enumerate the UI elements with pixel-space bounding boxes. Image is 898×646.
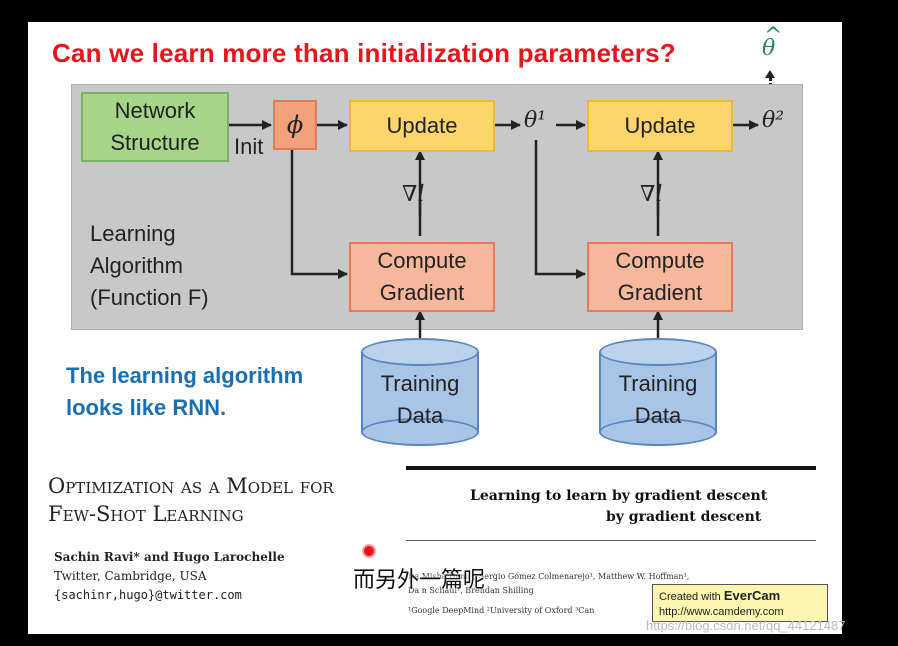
- network-structure-line2: Structure: [110, 130, 200, 155]
- paper1-authors-block: Sachin Ravi* and Hugo Larochelle Twitter…: [54, 548, 285, 605]
- update-box-2: Update: [587, 100, 733, 152]
- training-data-line1: Training: [380, 371, 460, 396]
- paper1-affiliation: Twitter, Cambridge, USA: [54, 569, 207, 583]
- learning-algorithm-line2: Algorithm: [90, 253, 183, 278]
- network-structure-line1: Network: [114, 98, 196, 123]
- paper2-authors-block: Da Misha Denil¹, Sergio Gómez Colmenarej…: [408, 570, 689, 618]
- paper2-title-line2: by gradient descent: [606, 509, 762, 525]
- paper1-title-line1: Optimization as a Model for: [48, 474, 334, 498]
- paper1-authors: Sachin Ravi* and Hugo Larochelle: [54, 550, 285, 564]
- paper2-top-rule: [406, 466, 816, 470]
- compute-gradient-line2: Gradient: [379, 280, 465, 305]
- network-structure-box: Network Structure: [81, 92, 229, 162]
- paper1-title: Optimization as a Model for Few-Shot Lea…: [48, 472, 334, 528]
- evercam-url: http://www.camdemy.com: [659, 606, 784, 618]
- diagram-arrows: [225, 120, 759, 352]
- evercam-prefix: Created with: [659, 591, 724, 603]
- compute-gradient-line1: Compute: [615, 248, 705, 273]
- csdn-watermark: https://blog.csdn.net/qq_44121487: [646, 618, 846, 633]
- paper1-email: {sachinr,hugo}@twitter.com: [54, 588, 242, 602]
- training-data-cylinder-2: Training Data: [599, 338, 717, 446]
- compute-gradient-line2: Gradient: [617, 280, 703, 305]
- training-data-line1: Training: [618, 371, 698, 396]
- learning-algorithm-label: Learning Algorithm (Function F): [90, 218, 209, 314]
- paper2-title: Learning to learn by gradient descent by…: [470, 486, 767, 528]
- rnn-note: The learning algorithm looks like RNN.: [66, 360, 303, 424]
- rnn-note-line2: looks like RNN.: [66, 395, 227, 420]
- paper2-bottom-rule: [406, 540, 816, 541]
- theta-hat-symbol: θ: [762, 36, 776, 61]
- compute-gradient-box-2: Compute Gradient: [587, 242, 733, 312]
- slide: Can we learn more than initialization pa…: [28, 22, 842, 634]
- compute-gradient-box-1: Compute Gradient: [349, 242, 495, 312]
- evercam-badge: Created with EverCam http://www.camdemy.…: [652, 584, 828, 622]
- learning-algorithm-line1: Learning: [90, 221, 176, 246]
- paper1-title-line2: Few-Shot Learning: [48, 502, 244, 526]
- theta1-label: θ¹: [524, 108, 547, 133]
- update-box-1: Update: [349, 100, 495, 152]
- compute-gradient-line1: Compute: [377, 248, 467, 273]
- learning-algorithm-line3: (Function F): [90, 285, 209, 310]
- theta2-label: θ²: [762, 108, 785, 133]
- paper2-title-line1: Learning to learn by gradient descent: [470, 488, 768, 504]
- grad-l-label-1: ∇l: [402, 182, 425, 207]
- slide-title: Can we learn more than initialization pa…: [52, 38, 676, 68]
- grad-l-label-2: ∇l: [640, 182, 663, 207]
- paper2-authors-line1: Da Misha Denil¹, Sergio Gómez Colmenarej…: [408, 572, 690, 581]
- arrow-phi-to-gradient1: [290, 146, 348, 279]
- training-data-cylinder-1: Training Data: [361, 338, 479, 446]
- paper2-affiliations: ¹Google DeepMind ²University of Oxford ³…: [408, 606, 595, 615]
- training-data-line2: Data: [634, 403, 682, 428]
- video-subtitle: 而另外一篇呢: [353, 568, 486, 593]
- init-label: Init: [234, 134, 264, 159]
- theta-hat-label: ^ θ: [762, 24, 782, 61]
- rnn-note-line1: The learning algorithm: [66, 363, 304, 388]
- paper2-authors-line2: Da n Schaul¹, Brendan Shilling: [408, 586, 534, 595]
- arrow-theta1-to-gradient2: [534, 140, 586, 279]
- training-data-line2: Data: [396, 403, 444, 428]
- phi-box: ϕ: [273, 100, 317, 150]
- cursor-dot: [362, 544, 376, 558]
- theta-hat-accent: ^: [764, 24, 783, 49]
- evercam-brand: EverCam: [723, 588, 781, 603]
